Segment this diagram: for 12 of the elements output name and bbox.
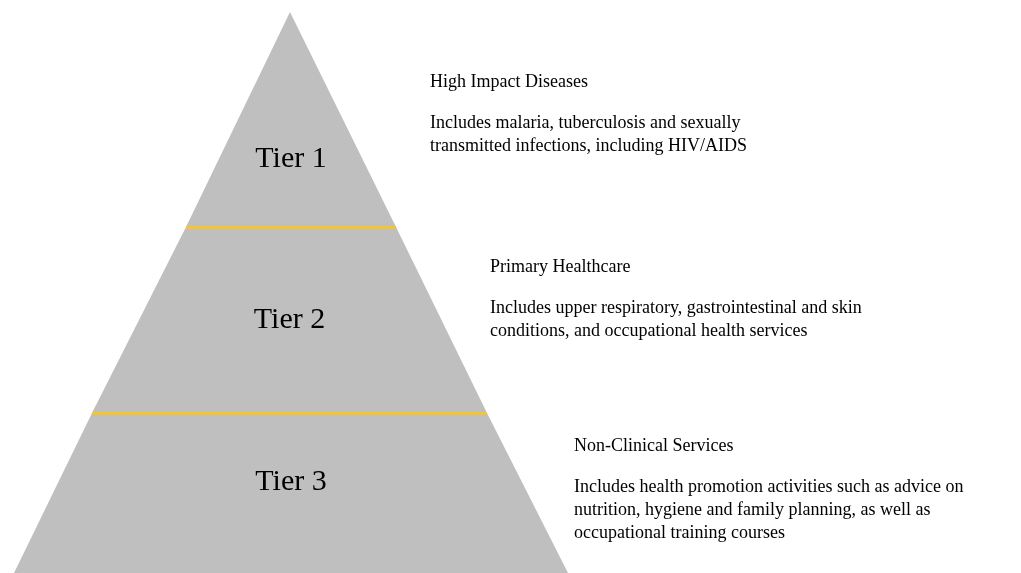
tier-label: Tier 2 [252, 303, 327, 333]
tier-description: Includes upper respiratory, gastrointestinal and skin conditions, and occupational health services [490, 296, 863, 342]
tier-heading: Primary Healthcare [490, 255, 632, 278]
pyramid-tier [186, 12, 396, 227]
tier-description: Includes malaria, tuberculosis and sexually transmitted infections, including HIV/AIDS [430, 111, 748, 157]
tier-label: Tier 3 [254, 465, 328, 495]
tier-description: Includes health promotion activities such as advice on nutrition, hygiene and family planning, as well as occupational training courses [574, 475, 965, 544]
pyramid-tier [92, 227, 487, 413]
pyramid-tier [14, 413, 568, 573]
tier-label: Tier 1 [254, 142, 328, 172]
tier-heading: High Impact Diseases [430, 70, 589, 93]
tier-heading: Non-Clinical Services [574, 434, 735, 457]
